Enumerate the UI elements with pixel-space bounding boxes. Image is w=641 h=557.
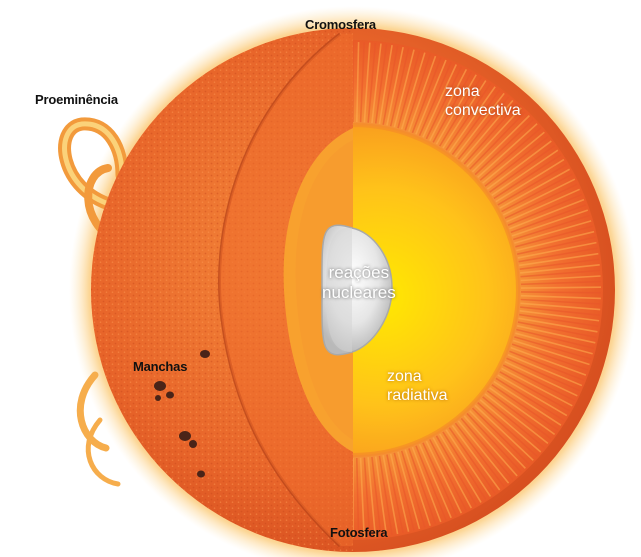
label-nuclear-line1: reações [322,263,396,283]
convective-ray [521,292,601,293]
label-chromosphere: Cromosfera [305,17,376,32]
label-radiative-zone: zona radiativa [387,367,447,405]
label-radiative-line1: zona [387,367,447,386]
label-nuclear-line2: nucleares [322,283,396,303]
label-convective-line2: convectiva [445,101,521,120]
label-convective-line1: zona [445,82,521,101]
label-nuclear-reactions: reações nucleares [322,263,396,303]
label-convective-zone: zona convectiva [445,82,521,120]
convective-ray [521,287,601,288]
label-spots: Manchas [133,359,187,374]
label-photosphere: Fotosfera [330,525,387,540]
label-radiative-line2: radiativa [387,386,447,405]
label-prominence: Proeminência [35,92,118,107]
